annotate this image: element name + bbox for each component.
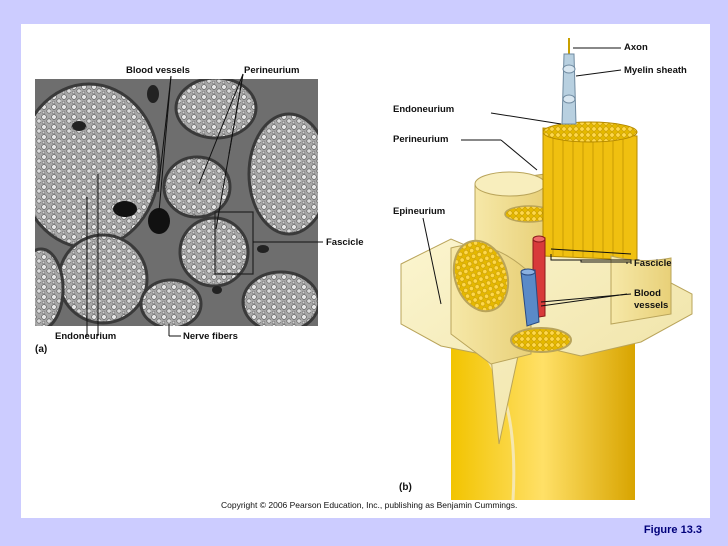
figure-reference: Figure 13.3 — [643, 524, 702, 536]
panel-b-letter: (b) — [399, 482, 412, 493]
copyright-notice: Copyright © 2006 Pearson Education, Inc.… — [221, 500, 518, 510]
label-endoneurium-b: Endoneurium — [393, 104, 455, 115]
label-myelin-sheath: Myelin sheath — [624, 65, 687, 76]
label-fascicle-a: Fascicle — [326, 237, 364, 248]
label-fascicle-b: Fascicle — [634, 258, 672, 269]
slide: Blood vessels Perineurium Fascicle Endon… — [21, 24, 710, 518]
label-blood-vessels-b-line1: Blood — [634, 288, 661, 299]
label-nerve-fibers-a: Nerve fibers — [183, 331, 238, 342]
label-perineurium-a: Perineurium — [244, 65, 300, 76]
label-endoneurium-a: Endoneurium — [55, 331, 117, 342]
label-blood-vessels-a: Blood vessels — [126, 65, 190, 76]
label-epineurium: Epineurium — [393, 206, 446, 217]
micrograph-panel — [35, 73, 323, 337]
label-perineurium-b: Perineurium — [393, 134, 449, 145]
panel-a-letter: (a) — [35, 344, 48, 355]
nerve-illustration-panel — [400, 38, 693, 501]
label-blood-vessels-b-line2: vessels — [634, 300, 669, 311]
label-axon: Axon — [624, 42, 648, 53]
